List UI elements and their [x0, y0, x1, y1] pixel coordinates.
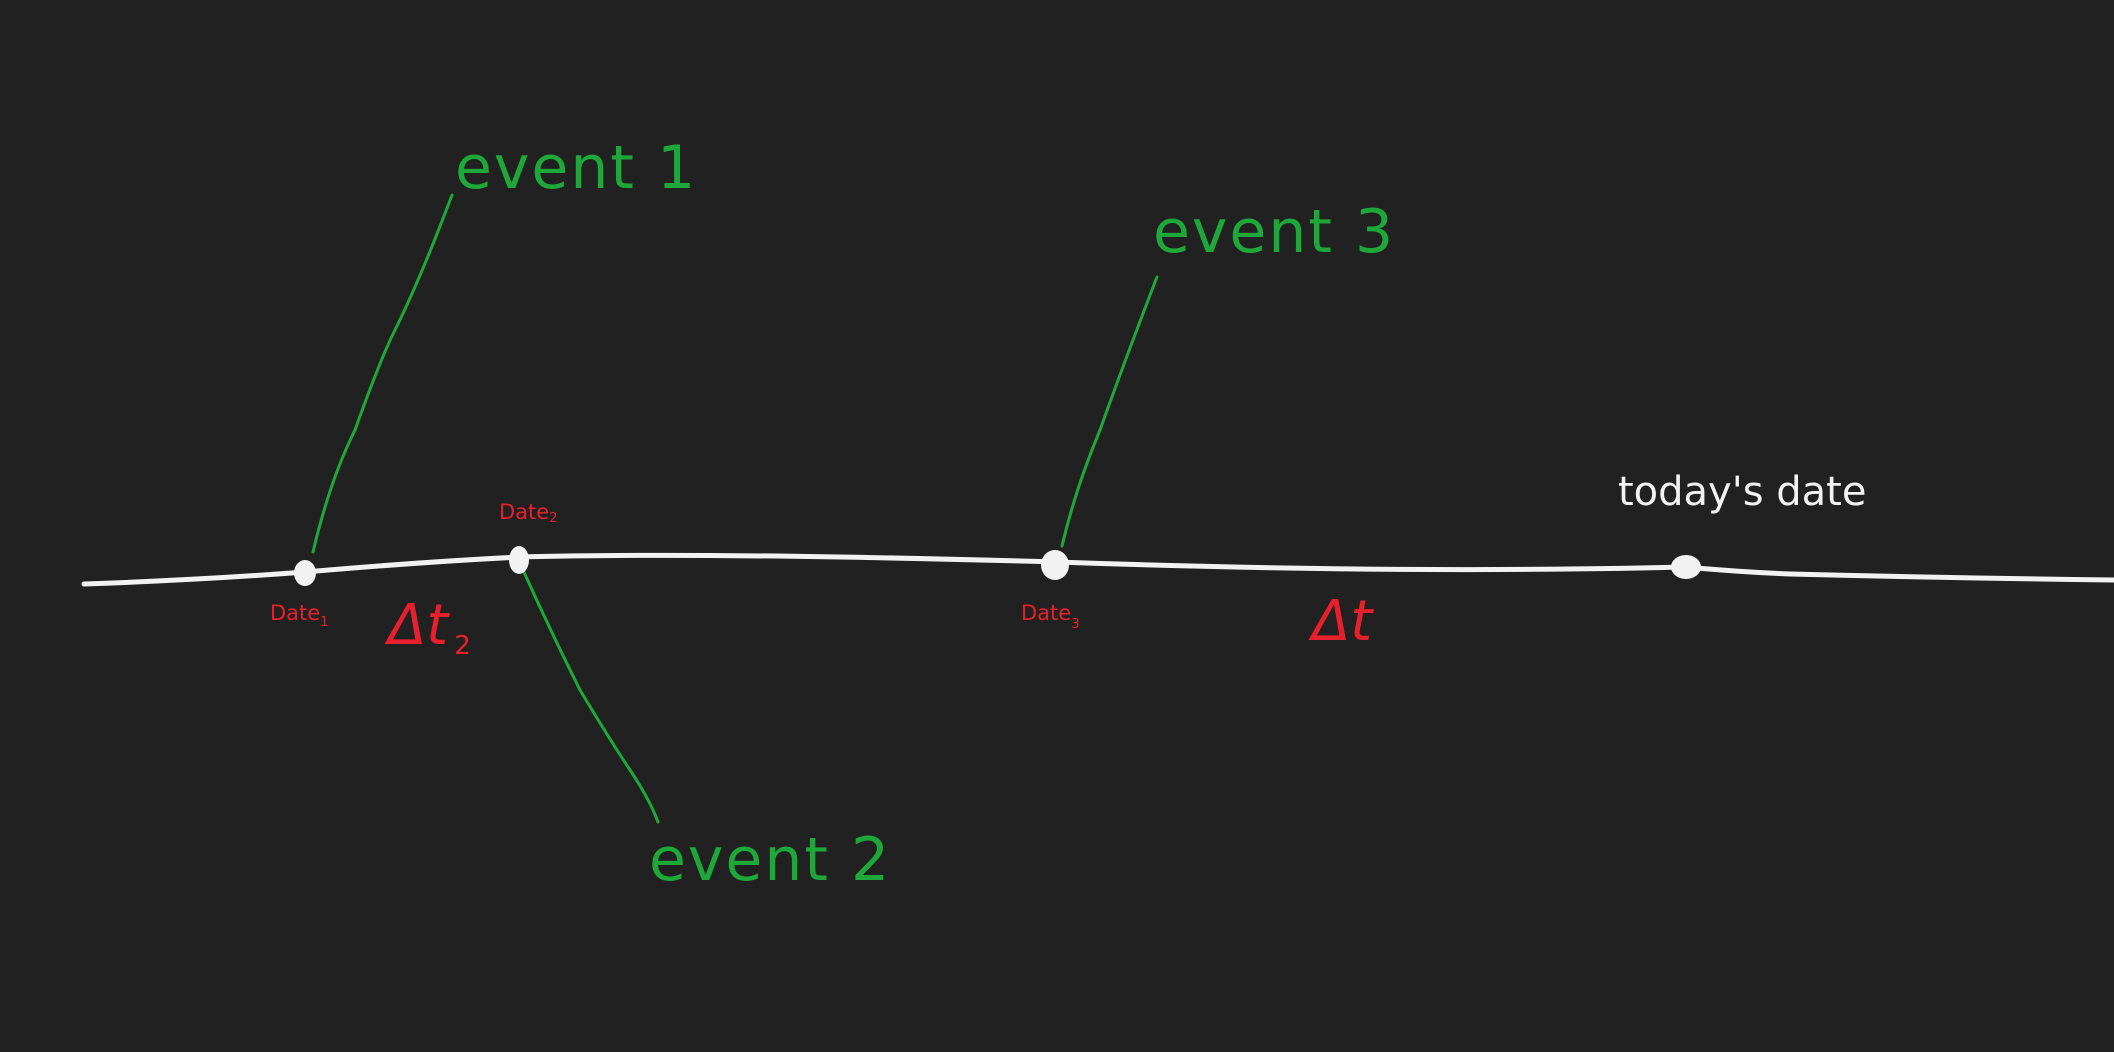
date-2-subscript: 2 [549, 511, 557, 526]
date-3-label: Date3 [1021, 601, 1079, 632]
date-2-label: Date2 [499, 500, 557, 526]
event-2-leader-line [521, 568, 660, 824]
event-3-label: event 3 [1153, 197, 1395, 267]
interval-today-symbol: Δt [1308, 589, 1374, 654]
date-2-marker [509, 546, 529, 574]
date-3-subscript: 3 [1071, 617, 1079, 632]
interval-today-label: Δt [1308, 589, 1374, 654]
date-1-subscript: 1 [320, 615, 328, 630]
date-2-text: Date [499, 500, 549, 524]
date-1-marker [294, 560, 316, 586]
interval-2-subscript: 2 [454, 631, 471, 661]
event-2-label: event 2 [649, 825, 891, 895]
date-1-label: Date1 [270, 601, 328, 630]
date-1-text: Date [270, 601, 320, 625]
timeline-axis [81, 552, 2114, 587]
event-3-leader-line [1060, 275, 1159, 548]
event-1-label: event 1 [455, 133, 697, 203]
date-3-text: Date [1021, 601, 1071, 625]
interval-2-symbol: Δt [384, 593, 450, 658]
today-marker [1671, 555, 1701, 579]
event-1-leader-line [311, 193, 454, 554]
date-3-marker [1041, 550, 1069, 580]
today-label: today's date [1618, 469, 1866, 515]
